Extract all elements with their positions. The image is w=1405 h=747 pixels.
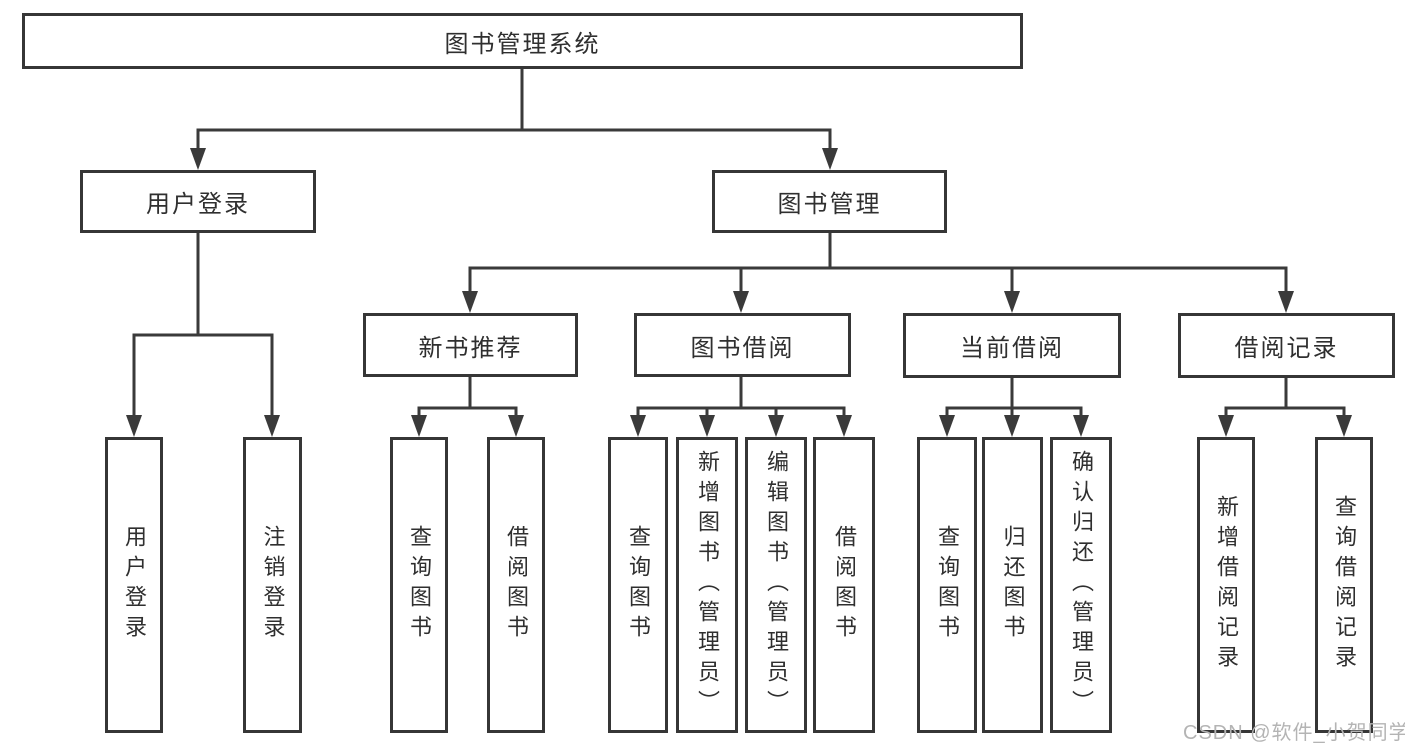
leaf-label: 查询借阅记录 [1332, 495, 1357, 675]
leaf-logout: 注销登录 [243, 437, 302, 733]
leaf-query-books-borrow: 查询图书 [608, 437, 668, 733]
node-book-borrow: 图书借阅 [634, 313, 851, 377]
leaf-edit-book-admin: 编辑图书（管理员） [745, 437, 807, 733]
leaf-label: 用户登录 [122, 525, 147, 645]
leaf-query-books-recommend: 查询图书 [390, 437, 448, 733]
leaf-add-borrow-record: 新增借阅记录 [1197, 437, 1255, 733]
leaf-label: 新增借阅记录 [1214, 495, 1239, 675]
leaf-borrow-books-recommend: 借阅图书 [487, 437, 545, 733]
leaf-query-books-current: 查询图书 [917, 437, 977, 733]
watermark: CSDN @软件_小贺同学 [1183, 722, 1405, 744]
node-new-book-recommend: 新书推荐 [363, 313, 578, 377]
leaf-label: 借阅图书 [832, 525, 857, 645]
node-root: 图书管理系统 [22, 13, 1023, 69]
leaf-label: 归还图书 [1000, 525, 1026, 645]
leaf-borrow-books: 借阅图书 [813, 437, 875, 733]
arrowheads [126, 148, 1352, 437]
node-user-login: 用户登录 [80, 170, 316, 233]
leaf-label: 注销登录 [260, 525, 286, 645]
leaf-confirm-return-admin: 确认归还（管理员） [1050, 437, 1112, 733]
leaf-label: 借阅图书 [504, 525, 529, 645]
leaf-label: 确认归还（管理员） [1069, 450, 1094, 720]
leaf-query-borrow-record: 查询借阅记录 [1315, 437, 1373, 733]
leaf-return-books: 归还图书 [982, 437, 1043, 733]
node-borrow-records: 借阅记录 [1178, 313, 1395, 378]
node-book-management: 图书管理 [712, 170, 947, 233]
leaf-user-login: 用户登录 [105, 437, 163, 733]
leaf-label: 查询图书 [407, 525, 432, 645]
leaf-label: 查询图书 [626, 525, 651, 645]
node-current-borrow: 当前借阅 [903, 313, 1121, 378]
leaf-label: 新增图书（管理员） [695, 450, 720, 720]
leaf-label: 编辑图书（管理员） [764, 450, 789, 720]
leaf-label: 查询图书 [935, 525, 960, 645]
leaf-add-book-admin: 新增图书（管理员） [676, 437, 738, 733]
